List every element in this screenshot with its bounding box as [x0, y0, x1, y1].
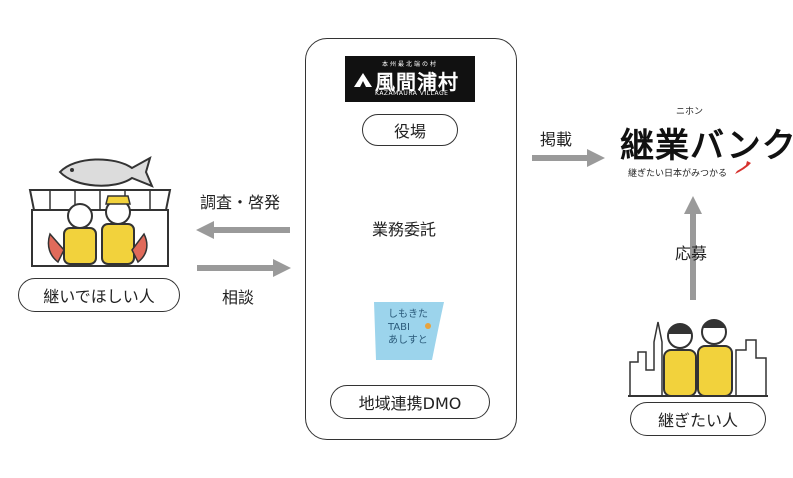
- edge-label-apply: 応募: [675, 244, 708, 263]
- kazamaura-village-logo: 本州最北端の村 風間浦村 KAZAMAURA VILLAGE: [345, 56, 475, 102]
- edge-label-outsource: 業務委託: [372, 220, 437, 239]
- node-town-office: 役場: [362, 114, 458, 146]
- shimokita-tabi-assist-logo: しもきた TABI あしすと: [370, 300, 450, 362]
- person-left-icon: [67, 203, 93, 229]
- node-successors: 継ぎたい人: [630, 402, 766, 436]
- edge-label-consult: 相談: [222, 288, 255, 307]
- node-successor-seekers: 継いでほしい人: [18, 278, 180, 312]
- successors-illustration: [628, 319, 768, 397]
- node-dmo: 地域連携DMO: [330, 385, 490, 419]
- japan-map-icon: [735, 161, 751, 174]
- city-skyline-icon: [629, 321, 663, 397]
- edge-label-survey: 調査・啓発: [200, 193, 281, 212]
- fish-shop-illustration: [28, 155, 172, 267]
- center-organization-box: [305, 38, 517, 440]
- fish-icon: [58, 155, 154, 188]
- village-mark-icon: [354, 73, 372, 87]
- edge-label-post: 掲載: [540, 130, 573, 149]
- tabi-shape-icon: [374, 302, 444, 360]
